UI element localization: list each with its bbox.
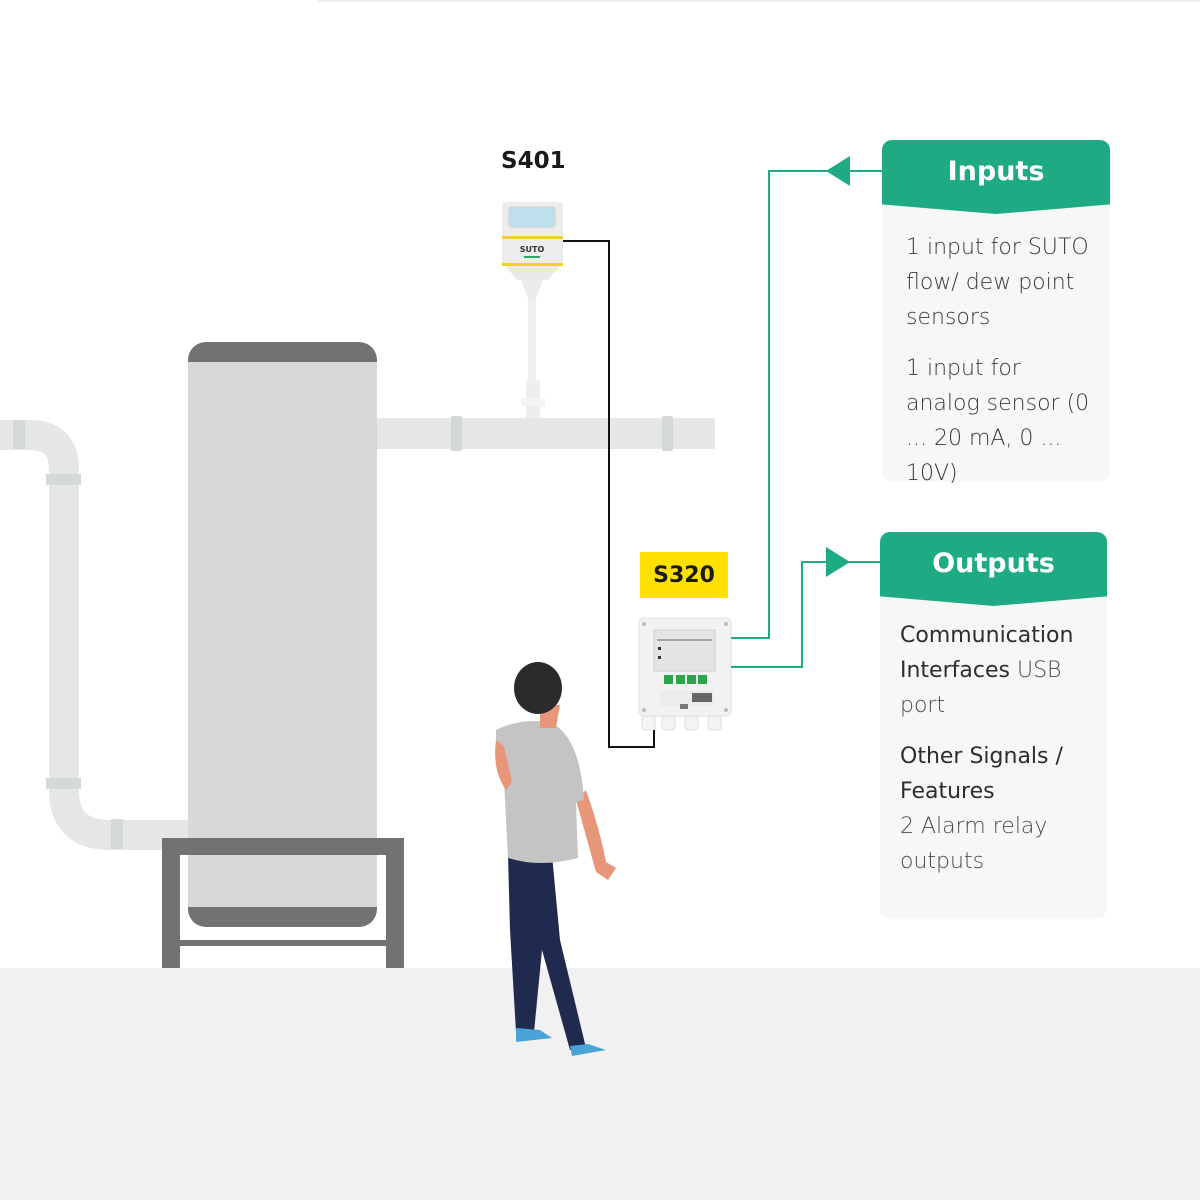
s320-label-badge: S320 <box>640 552 728 598</box>
left-pipe <box>0 420 190 850</box>
output-item-heading: Other Signals / Features <box>900 744 1063 804</box>
suto-logo: SUTO <box>520 245 545 254</box>
main-pipe <box>377 416 715 451</box>
floor <box>0 968 1200 1200</box>
inputs-arrow-icon <box>826 156 850 186</box>
inputs-card: Inputs 1 input for SUTO flow/ dew point … <box>882 140 1110 486</box>
tank-stand <box>162 838 404 968</box>
input-item: 1 input for SUTO flow/ dew point sensors <box>906 235 1089 330</box>
sensor-cable <box>563 240 655 748</box>
top-border-line <box>318 0 1200 2</box>
outputs-card-title: Outputs <box>880 532 1107 594</box>
inputs-card-title: Inputs <box>882 140 1110 202</box>
s320-display-device[interactable] <box>638 617 732 731</box>
s401-label: S401 <box>501 148 566 174</box>
s401-flow-sensor[interactable]: SUTO <box>502 202 563 418</box>
air-receiver-tank <box>188 342 377 927</box>
outputs-card: Outputs Communication Interfaces USB por… <box>880 532 1107 918</box>
output-item: Communication Interfaces USB port <box>900 618 1093 723</box>
output-item-text: USB port <box>900 658 1062 718</box>
output-item-heading: Communication Interfaces <box>900 623 1074 683</box>
outputs-connector-line <box>731 561 880 668</box>
output-item: Other Signals / Features 2 Alarm relay ou… <box>900 739 1093 879</box>
inputs-connector-line <box>731 170 882 639</box>
output-item-text: 2 Alarm relay outputs <box>900 814 1048 874</box>
outputs-arrow-icon <box>826 547 850 577</box>
input-item: 1 input for analog sensor (0 ... 20 mA, … <box>906 356 1090 486</box>
person-figure <box>495 662 616 1056</box>
